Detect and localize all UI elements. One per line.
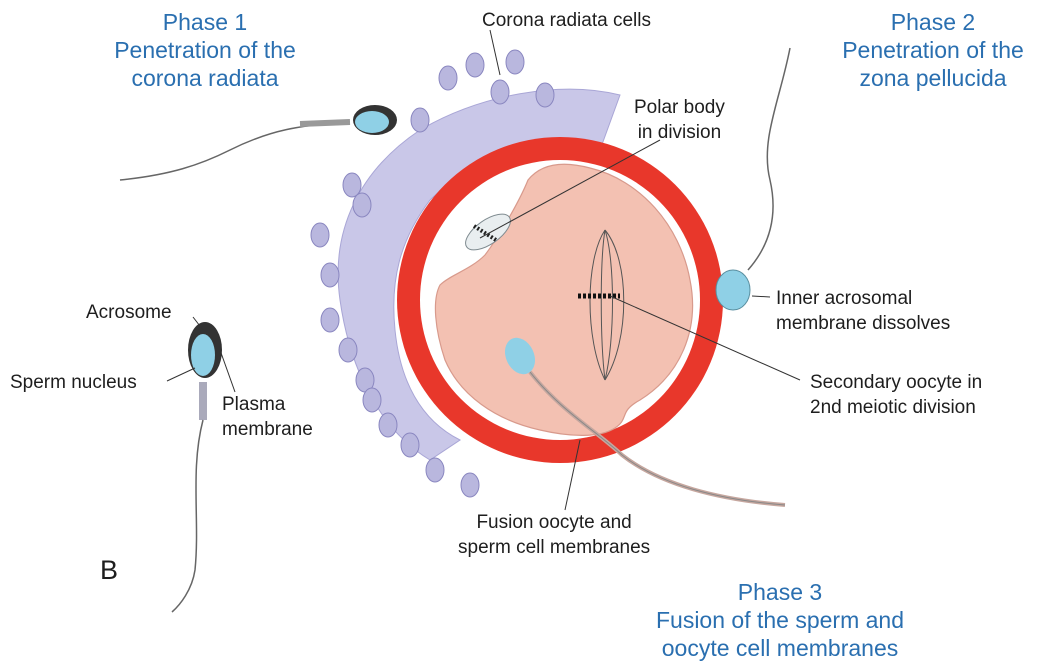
corona-cell [379, 413, 397, 437]
corona-cell [506, 50, 524, 74]
corona-cell [439, 66, 457, 90]
phase-3-line2: oocyte cell membranes [630, 634, 930, 662]
corona-cell [466, 53, 484, 77]
corona-cell [321, 308, 339, 332]
fusion-membranes-label: Fusion oocyte and sperm cell membranes [458, 510, 650, 560]
corona-cell [311, 223, 329, 247]
plasma-membrane-line1: Plasma [222, 392, 313, 417]
corona-cell [536, 83, 554, 107]
phase-1-label: Phase 1 Penetration of the corona radiat… [100, 8, 310, 92]
panel-letter: B [100, 555, 118, 586]
corona-cell [343, 173, 361, 197]
phase-2-line2: zona pellucida [828, 64, 1038, 92]
sperm-phase2 [716, 48, 790, 310]
corona-cell [426, 458, 444, 482]
inner-acrosomal-line1: Inner acrosomal [776, 286, 950, 311]
corona-cell [401, 433, 419, 457]
corona-radiata-label: Corona radiata cells [482, 8, 651, 33]
phase-3-label: Phase 3 Fusion of the sperm and oocyte c… [630, 578, 930, 662]
polar-body-label: Polar body in division [634, 95, 725, 145]
corona-cell [321, 263, 339, 287]
secondary-oocyte-line1: Secondary oocyte in [810, 370, 982, 395]
phase-3-line1: Fusion of the sperm and [630, 606, 930, 634]
sperm-labeled [172, 322, 222, 612]
corona-cell [363, 388, 381, 412]
phase-3-title: Phase 3 [630, 578, 930, 606]
plasma-membrane-line2: membrane [222, 417, 313, 442]
corona-cell [491, 80, 509, 104]
corona-cell [353, 193, 371, 217]
plasma-membrane-label: Plasma membrane [222, 392, 313, 442]
phase-1-title: Phase 1 [100, 8, 310, 36]
phase-2-title: Phase 2 [828, 8, 1038, 36]
corona-cell [411, 108, 429, 132]
secondary-oocyte-label: Secondary oocyte in 2nd meiotic division [810, 370, 982, 420]
sperm-nucleus-label: Sperm nucleus [10, 370, 137, 395]
inner-acrosomal-line2: membrane dissolves [776, 311, 950, 336]
sperm-phase1 [120, 105, 397, 180]
fusion-membranes-line2: sperm cell membranes [458, 535, 650, 560]
fusion-membranes-line1: Fusion oocyte and [458, 510, 650, 535]
phase-2-line1: Penetration of the [828, 36, 1038, 64]
corona-cell [339, 338, 357, 362]
inner-acrosomal-label: Inner acrosomal membrane dissolves [776, 286, 950, 336]
phase-1-line2: corona radiata [100, 64, 310, 92]
phase-2-label: Phase 2 Penetration of the zona pellucid… [828, 8, 1038, 92]
polar-body-line2: in division [634, 120, 725, 145]
phase-1-line1: Penetration of the [100, 36, 310, 64]
acrosome-label: Acrosome [86, 300, 172, 325]
corona-cell [461, 473, 479, 497]
polar-body-line1: Polar body [634, 95, 725, 120]
secondary-oocyte-line2: 2nd meiotic division [810, 395, 982, 420]
